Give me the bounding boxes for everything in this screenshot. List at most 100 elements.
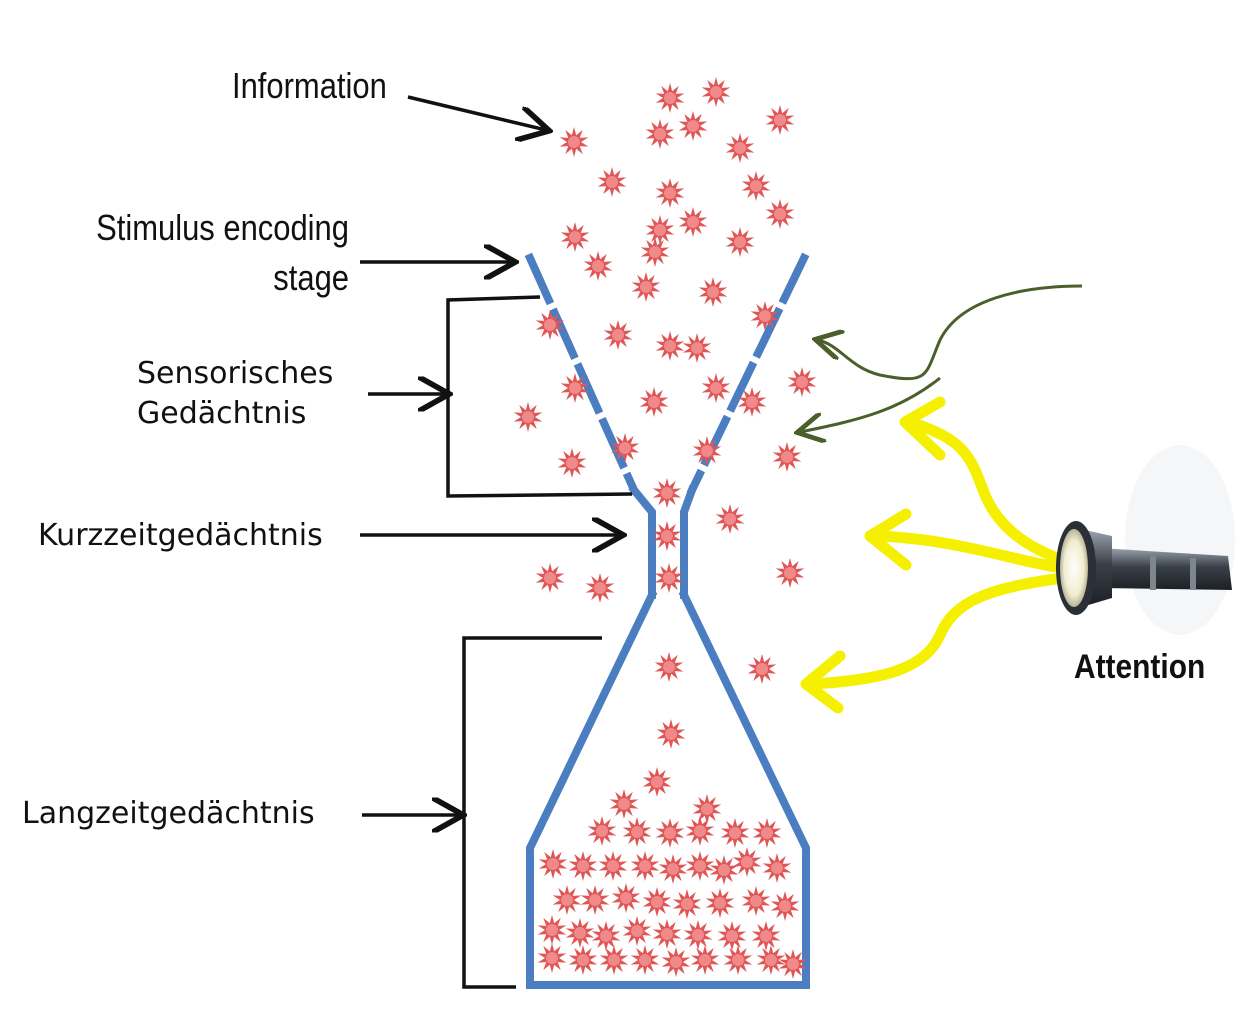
star-burst-icon — [741, 886, 771, 916]
funnel-neck-left — [628, 484, 656, 599]
star-burst-icon — [709, 855, 739, 885]
star-burst-icon — [751, 921, 781, 951]
star-burst-icon — [557, 448, 587, 478]
star-burst-icon — [765, 105, 795, 135]
star-burst-icon — [672, 889, 702, 919]
star-burst-icon — [622, 817, 652, 847]
star-burst-icon — [642, 887, 672, 917]
star-burst-icon — [611, 883, 641, 913]
star-burst-icon — [685, 816, 715, 846]
green-info-arrow-lower — [800, 376, 941, 432]
attention-arrow-lower-head — [800, 650, 846, 714]
star-burst-icon — [652, 919, 682, 949]
star-burst-icon — [683, 920, 713, 950]
star-burst-icon — [701, 373, 731, 403]
star-burst-icon — [552, 885, 582, 915]
star-burst-icon — [772, 442, 802, 472]
short-term-label: Kurzzeitgedächtnis — [38, 518, 323, 553]
star-burst-icon — [701, 77, 731, 107]
star-burst-icon — [645, 215, 675, 245]
star-burst-icon — [565, 918, 595, 948]
star-burst-icon — [732, 847, 762, 877]
flashlight-icon — [1056, 445, 1235, 635]
star-burst-icon — [568, 851, 598, 881]
green-info-arrow-upper — [818, 284, 1083, 381]
information-label: Information — [232, 67, 387, 107]
star-burst-icon — [587, 816, 617, 846]
sensory-label-line2: Gedächtnis — [137, 396, 306, 431]
star-burst-icon — [750, 301, 780, 331]
star-burst-icon — [642, 767, 672, 797]
star-burst-icon — [599, 945, 629, 975]
star-burst-icon — [652, 478, 682, 508]
attention-arrow-upper — [904, 416, 1068, 566]
star-burst-icon — [752, 818, 782, 848]
attention-arrow-middle — [874, 530, 1068, 574]
star-burst-icon — [715, 504, 745, 534]
star-burst-icon — [597, 167, 627, 197]
star-burst-icon — [737, 387, 767, 417]
star-burst-icon — [685, 851, 715, 881]
star-burst-icon — [535, 310, 565, 340]
star-burst-icon — [537, 915, 567, 945]
star-burst-icon — [560, 222, 590, 252]
star-burst-icon — [661, 947, 691, 977]
star-burst-icon — [747, 654, 777, 684]
star-burst-icon — [583, 251, 613, 281]
sensory-bracket — [446, 295, 633, 498]
star-burst-icon — [537, 943, 567, 973]
star-burst-icon — [723, 945, 753, 975]
star-burst-icon — [682, 333, 712, 363]
star-burst-icon — [654, 652, 684, 682]
star-burst-icon — [535, 563, 565, 593]
star-burst-icon — [568, 945, 598, 975]
star-burst-icon — [585, 573, 615, 603]
star-burst-icon — [630, 945, 660, 975]
star-burst-icon — [655, 178, 685, 208]
star-burst-icon — [598, 851, 628, 881]
star-burst-icon — [631, 272, 661, 302]
star-burst-icon — [559, 127, 589, 157]
sensory-label-line1: Sensorisches — [137, 356, 333, 391]
star-burst-icon — [652, 521, 682, 551]
star-burst-icon — [538, 849, 568, 879]
long-term-label: Langzeitgedächtnis — [22, 796, 315, 831]
stimulus-label-line1: Stimulus encoding — [96, 209, 349, 249]
star-burst-icon — [655, 818, 685, 848]
star-burst-icon — [656, 719, 686, 749]
star-burst-icon — [603, 320, 633, 350]
star-burst-icon — [698, 277, 728, 307]
star-burst-icon — [560, 373, 590, 403]
star-burst-icon — [720, 818, 750, 848]
attention-label: Attention — [1074, 647, 1205, 685]
star-burst-icon — [591, 921, 621, 951]
star-burst-icon — [658, 854, 688, 884]
information-particles — [513, 77, 817, 979]
star-burst-icon — [655, 83, 685, 113]
star-burst-icon — [775, 558, 805, 588]
star-burst-icon — [630, 851, 660, 881]
star-burst-icon — [756, 945, 786, 975]
attention-arrow-upper-head — [899, 396, 946, 461]
star-burst-icon — [513, 402, 543, 432]
star-burst-icon — [692, 794, 722, 824]
star-burst-icon — [787, 367, 817, 397]
star-burst-icon — [778, 949, 808, 979]
star-burst-icon — [717, 921, 747, 951]
star-burst-icon — [762, 853, 792, 883]
star-burst-icon — [725, 227, 755, 257]
star-burst-icon — [609, 789, 639, 819]
star-burst-icon — [678, 207, 708, 237]
star-burst-icon — [640, 237, 670, 267]
star-burst-icon — [678, 111, 708, 141]
stimulus-label-line2: stage — [273, 259, 349, 299]
star-burst-icon — [654, 563, 684, 593]
star-burst-icon — [770, 891, 800, 921]
star-burst-icon — [765, 199, 795, 229]
funnel-neck-right — [680, 484, 698, 599]
star-burst-icon — [705, 888, 735, 918]
star-burst-icon — [639, 387, 669, 417]
funnel-flask-left — [526, 589, 658, 989]
